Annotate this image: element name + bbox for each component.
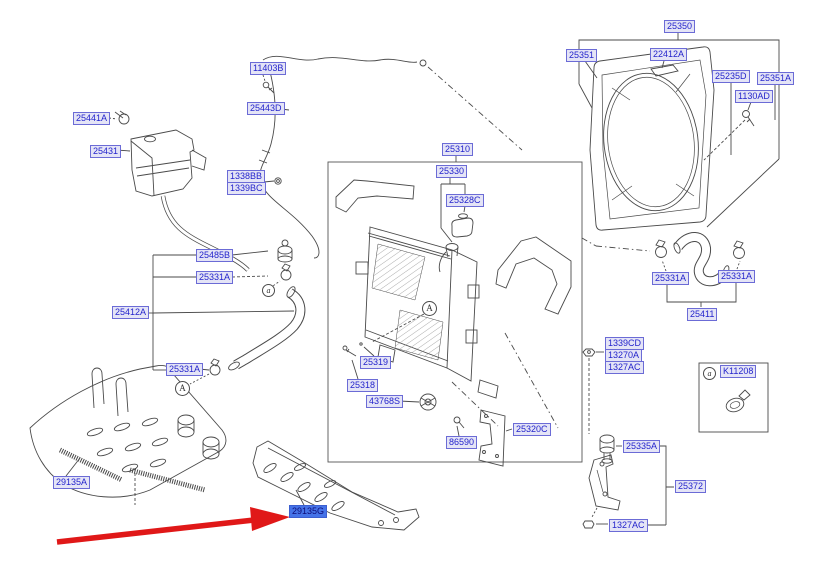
part-label-1130AD[interactable]: 1130AD (735, 90, 773, 103)
part-label-25485B[interactable]: 25485B (196, 249, 234, 262)
part-label-22412A[interactable]: 22412A (650, 48, 688, 61)
part-label-25235D[interactable]: 25235D (712, 70, 750, 83)
part-label-25310[interactable]: 25310 (442, 143, 474, 156)
part-label-25318[interactable]: 25318 (347, 379, 379, 392)
part-label-25320C[interactable]: 25320C (513, 423, 551, 436)
mount-bracket-drawing (582, 348, 674, 529)
part-label-11403B[interactable]: 11403B (250, 62, 287, 75)
protector-drawing (252, 440, 420, 531)
part-label-25372[interactable]: 25372 (675, 480, 707, 493)
part-label-25331A-1[interactable]: 25331A (196, 271, 234, 284)
marker-a-clamp: a (262, 284, 275, 297)
part-label-25443D[interactable]: 25443D (247, 102, 285, 115)
marker-a-legend: a (703, 367, 716, 380)
part-label-86590[interactable]: 86590 (446, 436, 478, 449)
part-label-K11208[interactable]: K11208 (720, 365, 757, 378)
radiator-group-drawing (327, 155, 583, 467)
part-label-25431[interactable]: 25431 (90, 145, 122, 158)
part-label-25331A-2[interactable]: 25331A (166, 363, 204, 376)
marker-A-clamp: A (175, 381, 190, 396)
part-label-25331A-4[interactable]: 25331A (718, 270, 756, 283)
part-label-25335A[interactable]: 25335A (623, 440, 661, 453)
part-label-25350[interactable]: 25350 (664, 20, 696, 33)
part-label-25411[interactable]: 25411 (687, 308, 718, 321)
part-label-29135A[interactable]: 29135A (53, 476, 91, 489)
marker-A-radiator: A (422, 301, 437, 316)
part-label-29135G-highlighted[interactable]: 29135G (289, 505, 328, 518)
part-label-1339BC[interactable]: 1339BC (227, 182, 266, 195)
part-label-25319[interactable]: 25319 (360, 356, 392, 369)
part-label-25330[interactable]: 25330 (436, 165, 468, 178)
legend-box (698, 362, 769, 433)
part-label-25328C[interactable]: 25328C (446, 194, 484, 207)
part-label-1327AC-2[interactable]: 1327AC (609, 519, 648, 532)
part-label-25441A[interactable]: 25441A (73, 112, 111, 125)
part-label-25412A[interactable]: 25412A (112, 306, 150, 319)
filler-and-lower-hose-drawing (146, 239, 306, 385)
fan-shroud-drawing (578, 32, 780, 231)
part-label-43768S[interactable]: 43768S (366, 395, 404, 408)
part-label-25351A[interactable]: 25351A (757, 72, 795, 85)
part-label-25331A-3[interactable]: 25331A (652, 272, 690, 285)
part-label-1327AC-1[interactable]: 1327AC (605, 361, 644, 374)
overflow-hose-drawing (258, 55, 523, 259)
part-label-25351[interactable]: 25351 (566, 49, 598, 62)
red-arrow (56, 507, 290, 545)
reservoir-tank-drawing (108, 110, 250, 272)
skid-plate-drawing (29, 365, 227, 505)
